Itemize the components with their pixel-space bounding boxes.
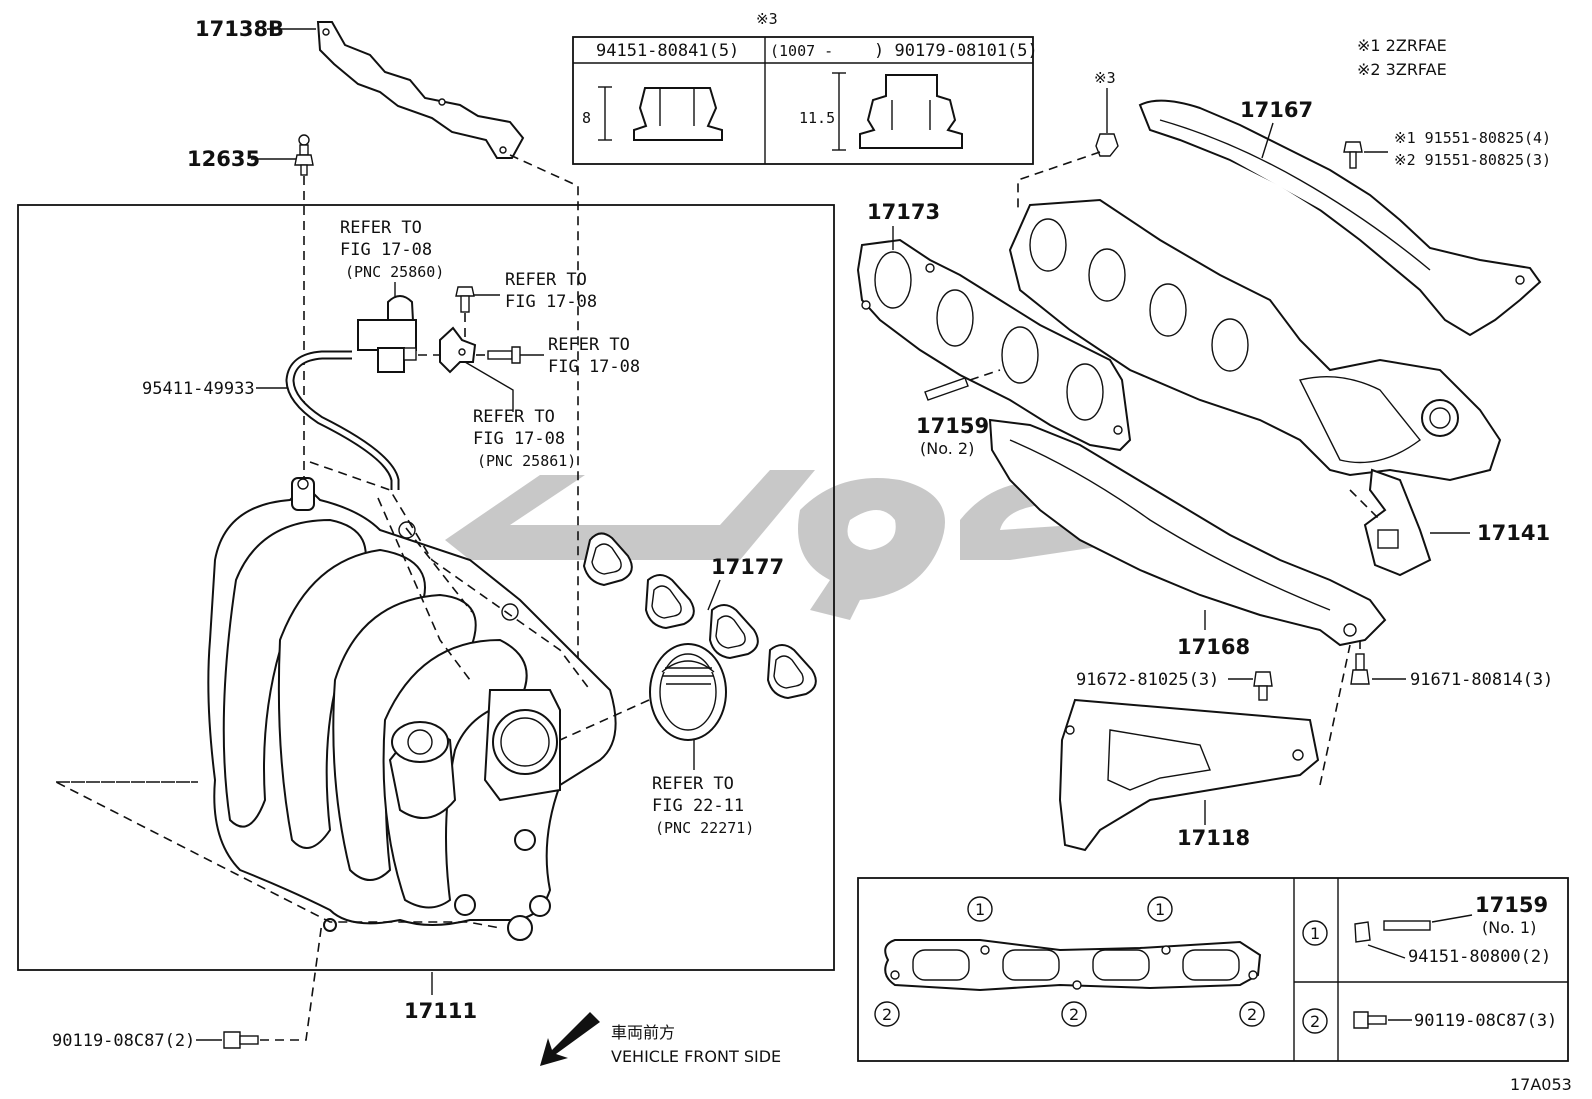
circle-marker-2a: 2: [874, 1001, 900, 1027]
flange-nut-small-icon: [598, 86, 723, 141]
bracket-17138b: [316, 21, 525, 159]
note-1: ※1 2ZRFAE: [1357, 36, 1447, 55]
vehicle-front-en: VEHICLE FRONT SIDE: [611, 1047, 781, 1066]
nut-right-header-part: ) 90179-08101(5): [874, 41, 1038, 61]
refer-2-line1: REFER TO: [505, 270, 587, 290]
label-17168: 17168: [1177, 635, 1250, 659]
bolt-91672: [1253, 671, 1273, 701]
label-17159-no1-sub: (No. 1): [1482, 918, 1536, 937]
bolt-90119-left: [223, 1031, 259, 1049]
circle-marker-1-key: 1: [1302, 920, 1328, 946]
nut-left-header: 94151-80841(5): [596, 41, 739, 61]
label-17159-no2-sub: (No. 2): [920, 439, 974, 458]
vehicle-front-jp: 車両前方: [611, 1023, 675, 1042]
stud-17159-no1: [1354, 920, 1431, 943]
nut-left-dim: 8: [582, 109, 591, 127]
circle-marker-2b: 2: [1061, 1001, 1087, 1027]
refer-1-line2: FIG 17-08: [340, 240, 432, 260]
bracket-17118: [1058, 698, 1320, 852]
bracket-small: [439, 326, 477, 374]
label-bolt-n1: ※1 91551-80825(4): [1394, 129, 1551, 147]
label-17177: 17177: [711, 555, 784, 579]
refer-3-line1: REFER TO: [548, 335, 630, 355]
label-12635: 12635: [187, 147, 260, 171]
bracket-17141: [1363, 468, 1432, 577]
circle-marker-1b: 1: [1147, 896, 1173, 922]
stud-17159-no2: [924, 377, 969, 401]
watermark-logo: [445, 470, 1115, 620]
label-90119-left: 90119-08C87(2): [52, 1031, 195, 1051]
refer-5-pnc: (PNC 22271): [655, 819, 754, 837]
label-91672: 91672-81025(3): [1076, 670, 1219, 690]
refer-4-line1: REFER TO: [473, 407, 555, 427]
bolt-91551: [1343, 141, 1363, 169]
label-bolt-n2: ※2 91551-80825(3): [1394, 151, 1551, 169]
label-17167: 17167: [1240, 98, 1313, 122]
intake-manifold-group-frame: [17, 204, 835, 971]
figure-code: 17A053: [1510, 1075, 1572, 1094]
circle-marker-2-key: 2: [1302, 1008, 1328, 1034]
label-91671: 91671-80814(3): [1410, 670, 1553, 690]
nut-right-dim: 11.5: [799, 109, 835, 127]
flange-nut-large-icon: [832, 72, 963, 151]
svg-text:1: 1: [1310, 924, 1320, 943]
svg-text:1: 1: [1155, 900, 1165, 919]
throttle-gasket-ring: [649, 643, 727, 741]
gasket-17177: [582, 532, 817, 700]
refer-4-line2: FIG 17-08: [473, 429, 565, 449]
bolt-90119-right: [1353, 1011, 1387, 1029]
svg-text:2: 2: [1247, 1005, 1257, 1024]
vsv-valve: [357, 295, 440, 373]
exhaust-manifold: [1008, 198, 1502, 482]
label-17159-no2: 17159: [916, 414, 989, 438]
nut-right-header-prefix: (1007 -: [770, 42, 833, 60]
gasket-detail-box: [857, 877, 1569, 1062]
label-17173: 17173: [867, 200, 940, 224]
bolt-side: [487, 346, 521, 364]
note-3-right: ※3: [1094, 69, 1116, 87]
circle-marker-1a: 1: [967, 896, 993, 922]
heat-insulator-17167: [1138, 99, 1542, 337]
label-17141: 17141: [1477, 521, 1550, 545]
refer-3-line2: FIG 17-08: [548, 357, 640, 377]
note-3-top: ※3: [756, 10, 778, 28]
stud-12635: [294, 134, 314, 176]
intake-manifold-17111: [207, 477, 617, 941]
vehicle-front-arrow-icon: [540, 1012, 600, 1066]
refer-1-line1: REFER TO: [340, 218, 422, 238]
refer-5-line1: REFER TO: [652, 774, 734, 794]
svg-text:2: 2: [1069, 1005, 1079, 1024]
label-17111: 17111: [404, 999, 477, 1023]
label-95411: 95411-49933: [142, 379, 255, 399]
label-94151-800: 94151-80800(2): [1408, 947, 1551, 967]
refer-2-line2: FIG 17-08: [505, 292, 597, 312]
svg-text:1: 1: [975, 900, 985, 919]
bolt-small-top: [455, 286, 475, 313]
bolt-91671: [1350, 653, 1370, 685]
flange-nut-right-icon: [1095, 133, 1119, 157]
refer-1-pnc: (PNC 25860): [345, 263, 444, 281]
svg-text:2: 2: [1310, 1012, 1320, 1031]
nut-dimension-table: 94151-80841(5) (1007 - ) 90179-08101(5) …: [572, 36, 1038, 165]
exhaust-gasket-17173: [856, 238, 1132, 452]
refer-4-pnc: (PNC 25861): [477, 452, 576, 470]
label-90119-right: 90119-08C87(3): [1414, 1011, 1557, 1031]
refer-5-line2: FIG 22-11: [652, 796, 744, 816]
heat-insulator-17168: [988, 418, 1387, 647]
circle-marker-2c: 2: [1239, 1001, 1265, 1027]
svg-text:2: 2: [882, 1005, 892, 1024]
note-2: ※2 3ZRFAE: [1357, 60, 1447, 79]
label-17118: 17118: [1177, 826, 1250, 850]
label-17159-no1: 17159: [1475, 893, 1548, 917]
